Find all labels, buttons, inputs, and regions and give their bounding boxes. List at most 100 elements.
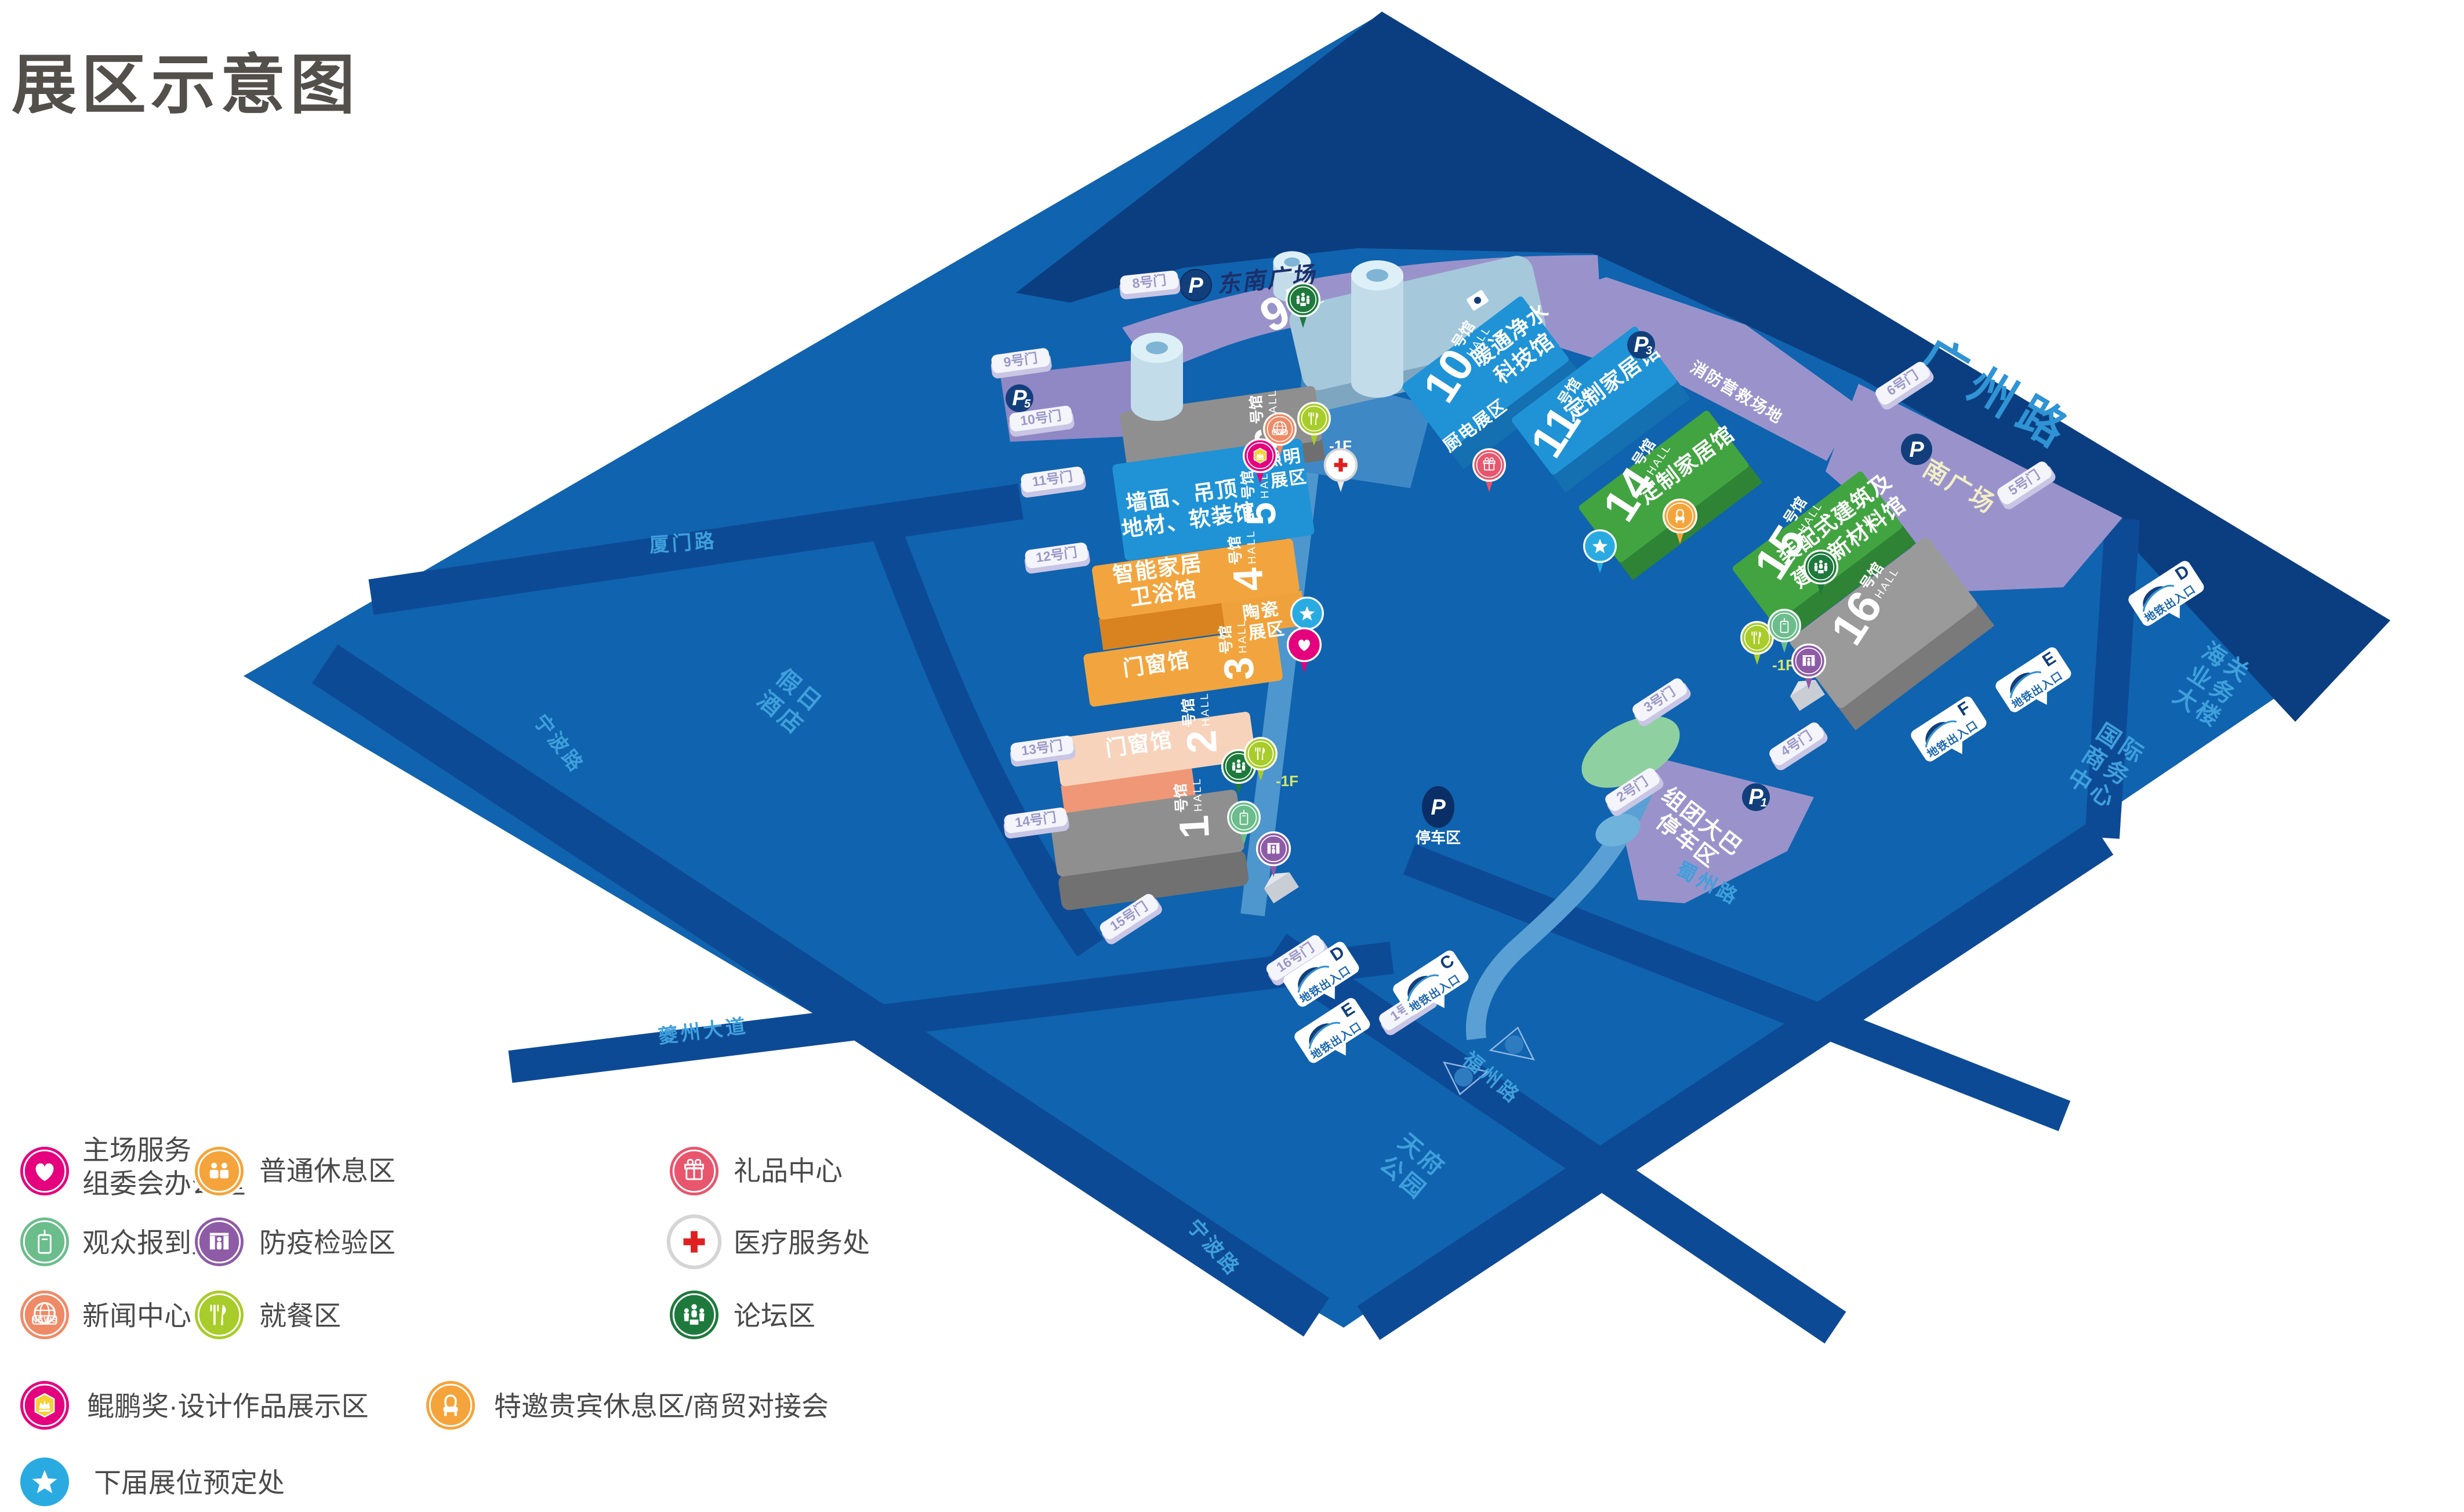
kunpeng-pin	[1242, 438, 1278, 484]
parking-icon-center: P 停车区	[1416, 786, 1461, 846]
security-gate-icon	[1267, 843, 1280, 854]
gate-14: 14号门	[1003, 807, 1069, 839]
host-service-pin	[1286, 627, 1322, 673]
dining-pin-north	[1297, 402, 1331, 446]
gate-12: 12号门	[1024, 542, 1090, 574]
dining-pin-south	[1244, 737, 1278, 781]
tunnel-mark-east	[1489, 1026, 1535, 1061]
svg-text:5: 5	[1238, 501, 1285, 526]
hall-4-label: 4 号馆 HALL	[1225, 529, 1272, 592]
svg-text:号馆: 号馆	[1180, 698, 1198, 728]
legend-forum-label: 论坛区	[734, 1300, 815, 1331]
intl-biz-block-label: 国际 商务 中心	[2063, 719, 2150, 814]
parking-icon-p3: P 3	[1627, 331, 1655, 359]
next-booth-pin-east	[1583, 529, 1617, 573]
gate-16: 16号门	[1266, 935, 1329, 986]
gate-13: 13号门	[1010, 735, 1076, 767]
svg-text:P: P	[1634, 333, 1649, 357]
legend-dining-label: 就餐区	[259, 1300, 341, 1331]
legend-quarantine-label: 防疫检验区	[259, 1227, 395, 1258]
registration-pin-south	[1227, 801, 1261, 845]
floor-note-south: -1F	[1276, 772, 1298, 790]
legend-rest-area	[192, 1144, 246, 1198]
hall-2-label: 2 号馆 HALL	[1178, 692, 1226, 754]
security-gate-icon	[1802, 655, 1815, 666]
gate-8: 8号门	[1119, 270, 1181, 300]
svg-text:P: P	[1748, 785, 1763, 809]
svg-text:3: 3	[1215, 656, 1263, 681]
fire-rescue-strip	[1534, 277, 1859, 461]
entrance-sign	[1467, 290, 1489, 311]
svg-text:2: 2	[1178, 729, 1226, 754]
parking-icon-dongnan: P	[1180, 269, 1212, 301]
legend-registration	[17, 1215, 72, 1269]
legend-host-service	[17, 1144, 72, 1198]
hall-11	[1511, 326, 1691, 493]
legend-quarantine	[192, 1215, 246, 1269]
hall-10	[1402, 296, 1584, 470]
hall-4	[1092, 539, 1307, 650]
hall-2	[1054, 711, 1256, 815]
svg-text:P: P	[1188, 274, 1203, 298]
legend-gift	[667, 1144, 721, 1198]
hall-16	[1790, 537, 1995, 730]
svg-text:P: P	[1012, 386, 1027, 410]
svg-text:8号门: 8号门	[1131, 272, 1167, 291]
pond-green	[1581, 716, 1680, 788]
svg-text:P: P	[1431, 795, 1446, 820]
nan-square	[1826, 384, 2122, 591]
legend-dining	[192, 1288, 246, 1342]
svg-text:HALL: HALL	[1191, 777, 1205, 812]
legend-gift-label: 礼品中心	[734, 1155, 843, 1186]
medical-pin	[1323, 448, 1358, 492]
legend-kunpeng-label: 鲲鹏奖·设计作品展示区	[87, 1391, 369, 1422]
svg-text:4: 4	[1225, 566, 1272, 592]
floor-note-east: -1F	[1772, 656, 1795, 674]
svg-text:号馆: 号馆	[1226, 536, 1244, 565]
parking-icon-p5: P 5	[1006, 384, 1033, 412]
guangzhou-road-band	[1016, 12, 2390, 722]
cooling-tower-1	[1131, 333, 1183, 421]
svg-text:号馆: 号馆	[1247, 395, 1266, 424]
hall-1-label: 1 号馆 HALL	[1171, 777, 1218, 839]
legend: 主场服务 组委会办公室 观众报到处 新闻中心 普通休息区 防疫检验区 就餐区	[17, 1135, 870, 1509]
legend-vip	[423, 1378, 478, 1433]
tunnel-mark-west	[1443, 1061, 1489, 1096]
quarantine-pin-east	[1791, 643, 1827, 689]
cooling-tower-2	[1351, 260, 1403, 398]
gate-9: 9号门	[990, 348, 1052, 379]
hall-1	[1050, 790, 1249, 910]
legend-forum	[667, 1288, 721, 1342]
kunpeng-award-icon	[1253, 448, 1267, 464]
pond-blue	[1595, 813, 1641, 847]
parking-area-label: 停车区	[1416, 829, 1461, 846]
legend-next-booth-label: 下届展位预定处	[94, 1467, 285, 1498]
legend-next-booth	[17, 1455, 72, 1509]
xiamen-road-label: 厦门路	[649, 530, 718, 557]
svg-text:3: 3	[1646, 344, 1652, 357]
news-pin	[1263, 412, 1297, 456]
legend-medical	[666, 1214, 722, 1270]
svg-text:HALL: HALL	[1236, 619, 1250, 654]
gift-pin	[1472, 448, 1506, 492]
gate-11: 11号门	[1020, 466, 1086, 498]
legend-medical-label: 医疗服务处	[734, 1227, 870, 1258]
hall-3-label: 3 号馆 HALL	[1215, 619, 1263, 681]
dining-pin-east	[1740, 621, 1774, 665]
hall-15	[1732, 471, 1917, 641]
legend-kunpeng	[17, 1378, 72, 1433]
parking-icon-p1: P 1	[1742, 783, 1770, 811]
page-title: 展区示意图	[12, 49, 360, 121]
security-gate-icon	[209, 1233, 229, 1250]
registration-pin-east	[1768, 609, 1801, 653]
svg-text:P: P	[1909, 438, 1924, 462]
kunpeng-award-icon	[34, 1393, 55, 1418]
svg-text:号馆: 号馆	[1217, 625, 1235, 655]
svg-text:HALL: HALL	[1245, 529, 1259, 565]
forum-pin-hall9	[1285, 282, 1321, 328]
hall-3	[1083, 628, 1283, 707]
legend-news	[17, 1288, 72, 1342]
svg-text:1: 1	[1761, 797, 1767, 809]
svg-text:1: 1	[1171, 814, 1218, 839]
